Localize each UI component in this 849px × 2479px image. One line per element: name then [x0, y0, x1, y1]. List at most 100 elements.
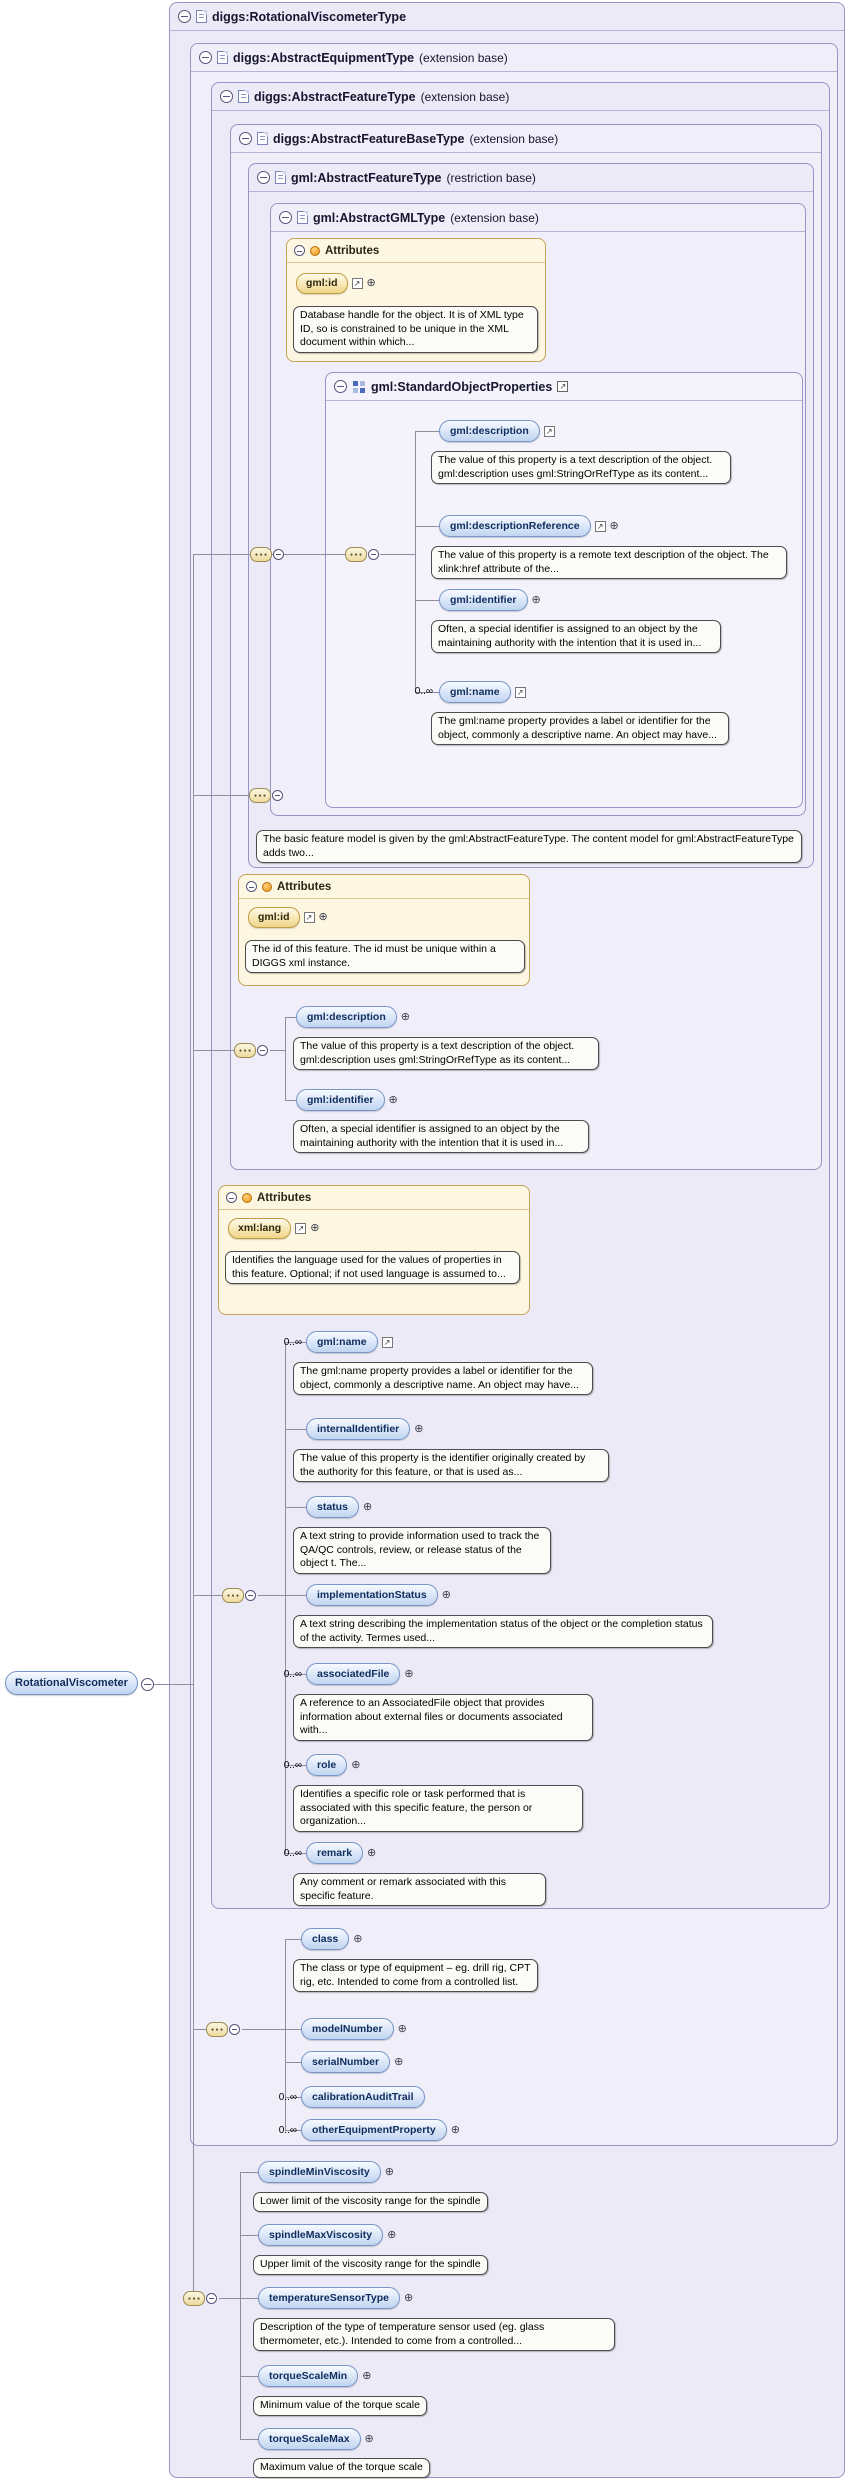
expand-plus-icon[interactable]	[310, 1223, 319, 1234]
expand-plus-icon[interactable]	[398, 2024, 407, 2035]
expand-plus-icon[interactable]	[387, 2230, 396, 2241]
expand-plus-icon[interactable]	[404, 2293, 413, 2304]
element-pill[interactable]: remark	[306, 1842, 364, 1864]
element-pill[interactable]: implementationStatus	[306, 1584, 438, 1606]
expand-plus-icon[interactable]	[363, 1502, 372, 1513]
link-icon[interactable]	[381, 1336, 393, 1348]
attribute-xml-lang[interactable]: xml:lang	[228, 1217, 319, 1239]
element-model-number[interactable]: modelNumber	[301, 2018, 407, 2040]
expand-plus-icon[interactable]	[401, 1012, 410, 1023]
attribute-gml-id[interactable]: gml:id	[248, 906, 328, 928]
sequence-icon[interactable]	[250, 547, 272, 562]
element-spindle-max-viscosity[interactable]: spindleMaxViscosity	[258, 2224, 396, 2246]
element-pill[interactable]: torqueScaleMin	[258, 2365, 359, 2387]
attribute-pill[interactable]: gml:id	[248, 906, 300, 928]
collapse-icon[interactable]	[220, 90, 233, 103]
element-pill[interactable]: modelNumber	[301, 2018, 394, 2040]
root-element-pill[interactable]: RotationalViscometer	[5, 1671, 138, 1695]
collapse-icon[interactable]	[178, 10, 191, 23]
attribute-gml-id[interactable]: gml:id	[296, 272, 376, 294]
sequence-icon[interactable]	[183, 2291, 205, 2306]
attribute-pill[interactable]: gml:id	[296, 272, 348, 294]
link-icon[interactable]	[594, 520, 606, 532]
element-pill[interactable]: serialNumber	[301, 2051, 391, 2073]
element-pill[interactable]: spindleMinViscosity	[258, 2161, 381, 2183]
collapse-icon[interactable]	[246, 881, 257, 892]
collapse-icon[interactable]	[257, 171, 270, 184]
expand-plus-icon[interactable]	[394, 2057, 403, 2068]
expand-plus-icon[interactable]	[367, 278, 376, 289]
sequence-icon[interactable]	[345, 547, 367, 562]
sequence-icon[interactable]	[206, 2022, 228, 2037]
element-gml-description-reference[interactable]: gml:descriptionReference	[439, 515, 619, 537]
element-serial-number[interactable]: serialNumber	[301, 2051, 403, 2073]
element-torque-scale-max[interactable]: torqueScaleMax	[258, 2428, 374, 2450]
element-pill[interactable]: torqueScaleMax	[258, 2428, 361, 2450]
expand-plus-icon[interactable]	[451, 2125, 460, 2136]
element-pill[interactable]: gml:description	[439, 420, 540, 442]
element-associated-file[interactable]: associatedFile	[306, 1663, 414, 1685]
element-class[interactable]: class	[301, 1928, 363, 1950]
collapse-icon[interactable]	[257, 1045, 268, 1056]
sequence-icon[interactable]	[234, 1043, 256, 1058]
element-pill[interactable]: gml:descriptionReference	[439, 515, 591, 537]
expand-plus-icon[interactable]	[414, 1424, 423, 1435]
expand-plus-icon[interactable]	[610, 521, 619, 532]
link-icon[interactable]	[514, 686, 526, 698]
collapse-icon[interactable]	[226, 1192, 237, 1203]
element-spindle-min-viscosity[interactable]: spindleMinViscosity	[258, 2161, 394, 2183]
element-gml-name[interactable]: gml:name	[306, 1331, 393, 1353]
collapse-icon[interactable]	[229, 2024, 240, 2035]
link-icon[interactable]	[351, 277, 363, 289]
expand-plus-icon[interactable]	[365, 2434, 374, 2445]
element-internal-identifier[interactable]: internalIdentifier	[306, 1418, 423, 1440]
expand-plus-icon[interactable]	[385, 2167, 394, 2178]
collapse-icon[interactable]	[239, 132, 252, 145]
sequence-icon[interactable]	[249, 788, 271, 803]
collapse-icon[interactable]	[272, 790, 283, 801]
element-calibration-audit-trail[interactable]: calibrationAuditTrail	[301, 2086, 425, 2108]
element-pill[interactable]: spindleMaxViscosity	[258, 2224, 384, 2246]
element-pill[interactable]: gml:name	[306, 1331, 378, 1353]
link-icon[interactable]	[295, 1222, 307, 1234]
root-element-rotational-viscometer[interactable]: RotationalViscometer	[5, 1671, 138, 1695]
element-pill[interactable]: internalIdentifier	[306, 1418, 411, 1440]
collapse-icon[interactable]	[245, 1590, 256, 1601]
collapse-icon[interactable]	[334, 380, 347, 393]
element-role[interactable]: role	[306, 1754, 360, 1776]
element-pill[interactable]: calibrationAuditTrail	[301, 2086, 425, 2108]
element-remark[interactable]: remark	[306, 1842, 376, 1864]
element-temperature-sensor-type[interactable]: temperatureSensorType	[258, 2287, 413, 2309]
element-pill[interactable]: gml:identifier	[439, 589, 528, 611]
collapse-icon[interactable]	[294, 245, 305, 256]
collapse-icon[interactable]	[206, 2293, 217, 2304]
attribute-pill[interactable]: xml:lang	[228, 1217, 292, 1239]
element-pill[interactable]: role	[306, 1754, 348, 1776]
root-collapse-icon[interactable]	[141, 1678, 154, 1691]
collapse-icon[interactable]	[273, 549, 284, 560]
element-pill[interactable]: gml:description	[296, 1006, 397, 1028]
expand-plus-icon[interactable]	[367, 1848, 376, 1859]
element-implementation-status[interactable]: implementationStatus	[306, 1584, 451, 1606]
element-torque-scale-min[interactable]: torqueScaleMin	[258, 2365, 371, 2387]
element-gml-identifier[interactable]: gml:identifier	[439, 589, 541, 611]
collapse-icon[interactable]	[199, 51, 212, 64]
collapse-icon[interactable]	[368, 549, 379, 560]
expand-plus-icon[interactable]	[532, 595, 541, 606]
element-status[interactable]: status	[306, 1496, 372, 1518]
element-pill[interactable]: gml:identifier	[296, 1089, 385, 1111]
element-gml-name[interactable]: gml:name	[439, 681, 526, 703]
element-other-equipment-property[interactable]: otherEquipmentProperty	[301, 2119, 460, 2141]
element-gml-description[interactable]: gml:description	[439, 420, 555, 442]
element-gml-identifier[interactable]: gml:identifier	[296, 1089, 398, 1111]
collapse-icon[interactable]	[279, 211, 292, 224]
expand-plus-icon[interactable]	[404, 1669, 413, 1680]
element-gml-description[interactable]: gml:description	[296, 1006, 410, 1028]
expand-plus-icon[interactable]	[389, 1095, 398, 1106]
element-pill[interactable]: gml:name	[439, 681, 511, 703]
element-pill[interactable]: associatedFile	[306, 1663, 401, 1685]
sequence-icon[interactable]	[222, 1588, 244, 1603]
open-definition-icon[interactable]	[557, 381, 569, 392]
link-icon[interactable]	[543, 425, 555, 437]
element-pill[interactable]: temperatureSensorType	[258, 2287, 401, 2309]
